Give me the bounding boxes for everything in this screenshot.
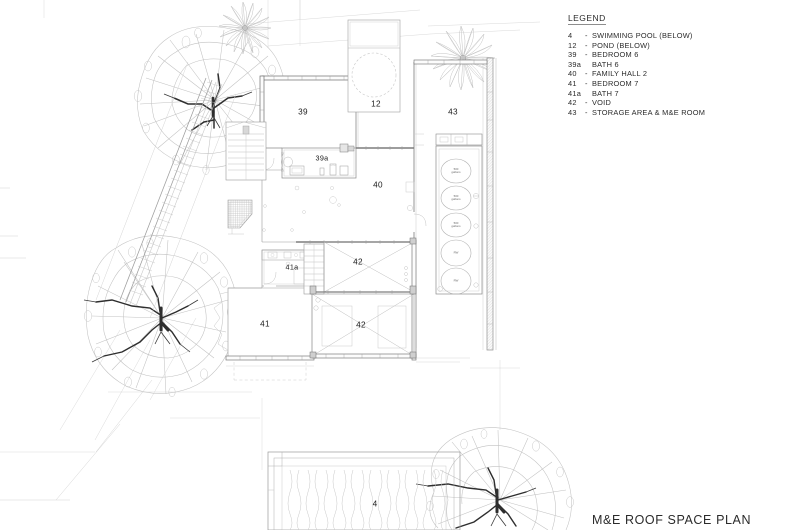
water-tank-5-label: RW [454,279,459,282]
wall-junction-blocks [309,237,417,359]
legend-item-43: 43 - STORAGE AREA & M&E ROOM [568,108,793,118]
legend-key: 39 [568,50,577,60]
plan-title: M&E ROOF SPACE PLAN [592,513,752,527]
palm-tree-top-center [218,1,272,55]
legend-key: 39a [568,59,582,69]
water-tank-3-label: 500 gallons [451,220,461,228]
legend-key: 41 [568,78,577,88]
legend-label: STORAGE AREA & M&E ROOM [592,107,706,117]
site-context-lines [0,0,541,470]
site-boundary-diagonal [95,61,237,319]
water-tank-4-label: RW [454,251,459,254]
legend-label: POND (BELOW) [592,40,651,50]
site-detail-bottom-left [0,187,153,501]
legend-key: 43 [568,107,577,117]
legend-label: SWIMMING POOL (BELOW) [592,31,693,40]
legend-label: BATH 7 [592,88,619,98]
legend-dash [585,60,592,70]
legend-key: 40 [568,69,577,79]
legend-dash: - [585,98,588,108]
room-label-41: 41 [260,319,270,329]
tree-canopy-bottom-right [415,427,574,530]
legend-label: BEDROOM 7 [592,78,639,88]
room-label-43: 43 [448,107,458,117]
room-label-12: 12 [371,99,381,109]
tree-canopy-left [83,235,238,398]
room-43-storage-me-room [405,59,488,350]
legend-item-4: 4 - SWIMMING POOL (BELOW) [568,31,793,41]
room-label-42-lower: 42 [356,320,366,330]
room-41-bedroom-7 [213,286,315,381]
legend-item-42: 42 - VOID [568,98,793,108]
tank-type-value: RW [453,250,459,255]
void-42-lower [311,290,470,363]
legend-dash [585,89,592,99]
tank-capacity-unit: gallons [451,224,461,228]
legend-key: 12 [568,40,577,50]
legend-item-40: 40 - FAMILY HALL 2 [568,69,793,79]
legend-key: 41a [568,88,582,98]
legend-dash: - [585,31,588,40]
stairs-upper [225,121,267,181]
legend-label: VOID [592,98,612,108]
legend-block: LEGEND 4 - SWIMMING POOL (BELOW) 12 - PO… [568,8,793,117]
legend-label: BEDROOM 6 [592,50,639,60]
room-label-41a: 41a [285,262,299,272]
legend-heading: LEGEND [568,13,606,25]
building-envelope [482,57,497,351]
room-label-39a: 39a [315,153,329,163]
void-42-upper [323,239,417,361]
tank-capacity-value: 500 [453,193,459,198]
legend-key: 42 [568,98,577,108]
legend-item-12: 12 - POND (BELOW) [568,41,793,51]
legend-item-39a: 39a BATH 6 [568,60,793,70]
legend-dash: - [585,69,588,79]
room-label-39: 39 [298,107,308,117]
water-tank-1-label: 500 gallons [451,166,461,174]
legend-label: FAMILY HALL 2 [592,69,648,79]
legend-item-41a: 41a BATH 7 [568,89,793,99]
tank-capacity-unit: gallons [451,170,461,174]
tank-capacity-value: 500 [453,166,459,171]
tank-type-value: RW [453,278,459,283]
legend-item-39: 39 - BEDROOM 6 [568,50,793,60]
legend-label: BATH 6 [592,59,619,69]
water-tank-2-label: 500 gallons [451,193,461,201]
room-12-pond [347,19,401,113]
legend-dash: - [585,107,588,117]
pool-4-swimming-pool [267,451,461,530]
legend-dash: - [585,50,588,60]
palm-tree-top-right [430,25,496,91]
room-label-4: 4 [372,499,378,509]
tank-capacity-value: 500 [453,220,459,225]
stairs-lower [303,243,325,295]
legend-key: 4 [568,31,573,40]
legend-item-41: 41 - BEDROOM 7 [568,79,793,89]
room-39a-bath-6 [281,143,357,179]
room-label-42-upper: 42 [353,257,363,267]
room-39-bedroom-6 [259,75,359,171]
room-label-40: 40 [373,180,383,190]
tank-capacity-unit: gallons [451,197,461,201]
legend-dash: - [585,40,588,50]
room-40-family-hall-2 [227,146,427,244]
legend-dash: - [585,78,588,88]
